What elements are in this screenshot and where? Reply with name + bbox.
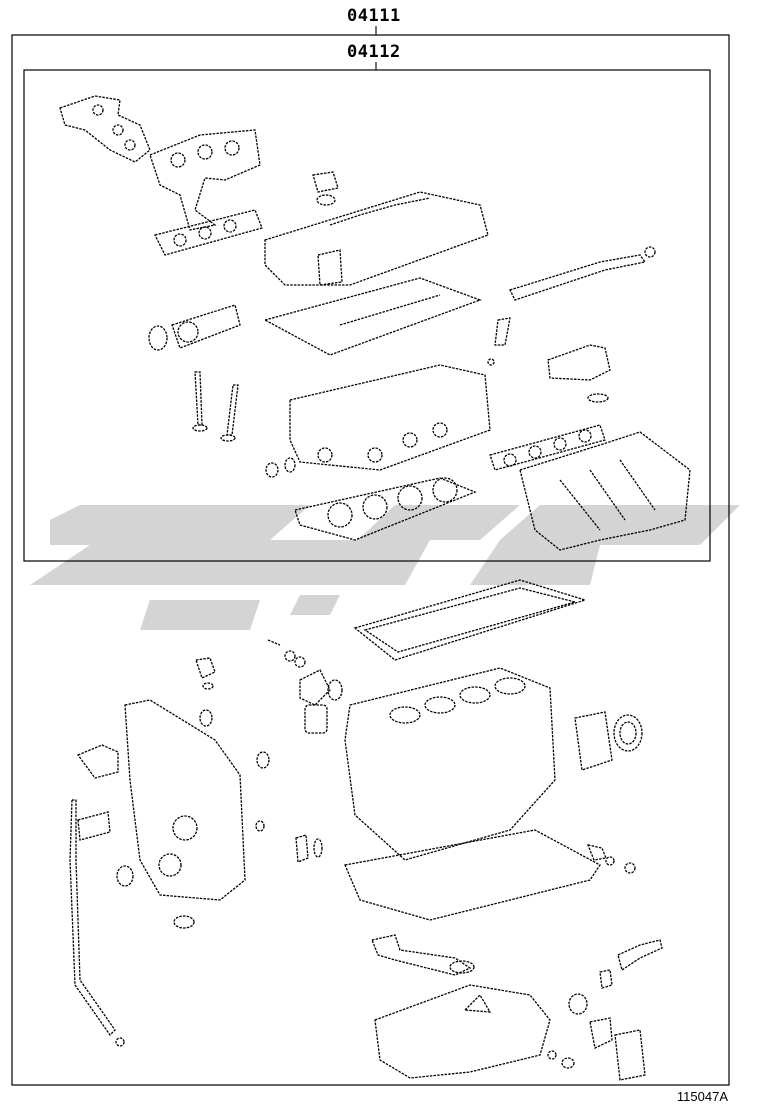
cover-seal-1 [199,709,213,727]
oil-level-gauge-guide [69,799,125,1047]
cover-seal-3 [255,820,265,832]
sensor-clip [295,834,323,863]
inner-kit-part-number: 04112 [347,42,401,62]
outer-kit-frame [11,34,730,1086]
drain-plug-gasket [547,1050,557,1060]
diagram-reference-id: 115047A [676,1089,728,1104]
cylinder-head [289,364,491,471]
oil-strainer [371,934,475,976]
union-bolt [267,639,306,668]
watermark-logo [30,505,740,630]
oil-pan-no1 [344,829,601,921]
oil-control-valve [76,744,119,779]
plug-seal-2 [284,457,296,473]
o-ring [173,915,195,929]
exhaust-manifold [149,129,261,231]
plug-seal [265,462,279,478]
oil-pan-gasket [353,579,588,661]
inner-kit-frame [23,69,711,562]
camshaft-oil-seal [148,304,241,351]
vvt-bracket [195,657,216,690]
cylinder-head-gasket [294,477,477,541]
exhaust-manifold-gasket [59,95,151,163]
water-inlet [299,669,343,706]
thermostat-housing [568,939,663,1081]
intake-port-gasket [154,209,263,256]
drain-plug-2 [561,1057,575,1069]
crank-front-seal [116,865,134,887]
intake-manifold-gasket [489,424,606,471]
cylinder-block [344,667,556,861]
outer-kit-part-number: 04111 [347,6,401,26]
fuel-delivery-pipe [487,246,656,366]
drain-plug [586,844,636,874]
timing-chain-cover [124,699,246,901]
water-outlet [547,344,611,403]
oil-filler-cap [312,171,339,206]
oil-pan-no2 [374,984,551,1079]
rear-oil-seal-retainer [574,711,643,771]
intake-manifold [519,431,691,551]
oil-filter [304,704,328,734]
cover-seal-2 [256,751,270,769]
valve-stem-seal [192,371,239,442]
cylinder-head-cover [264,191,489,286]
head-cover-gasket [263,277,482,356]
